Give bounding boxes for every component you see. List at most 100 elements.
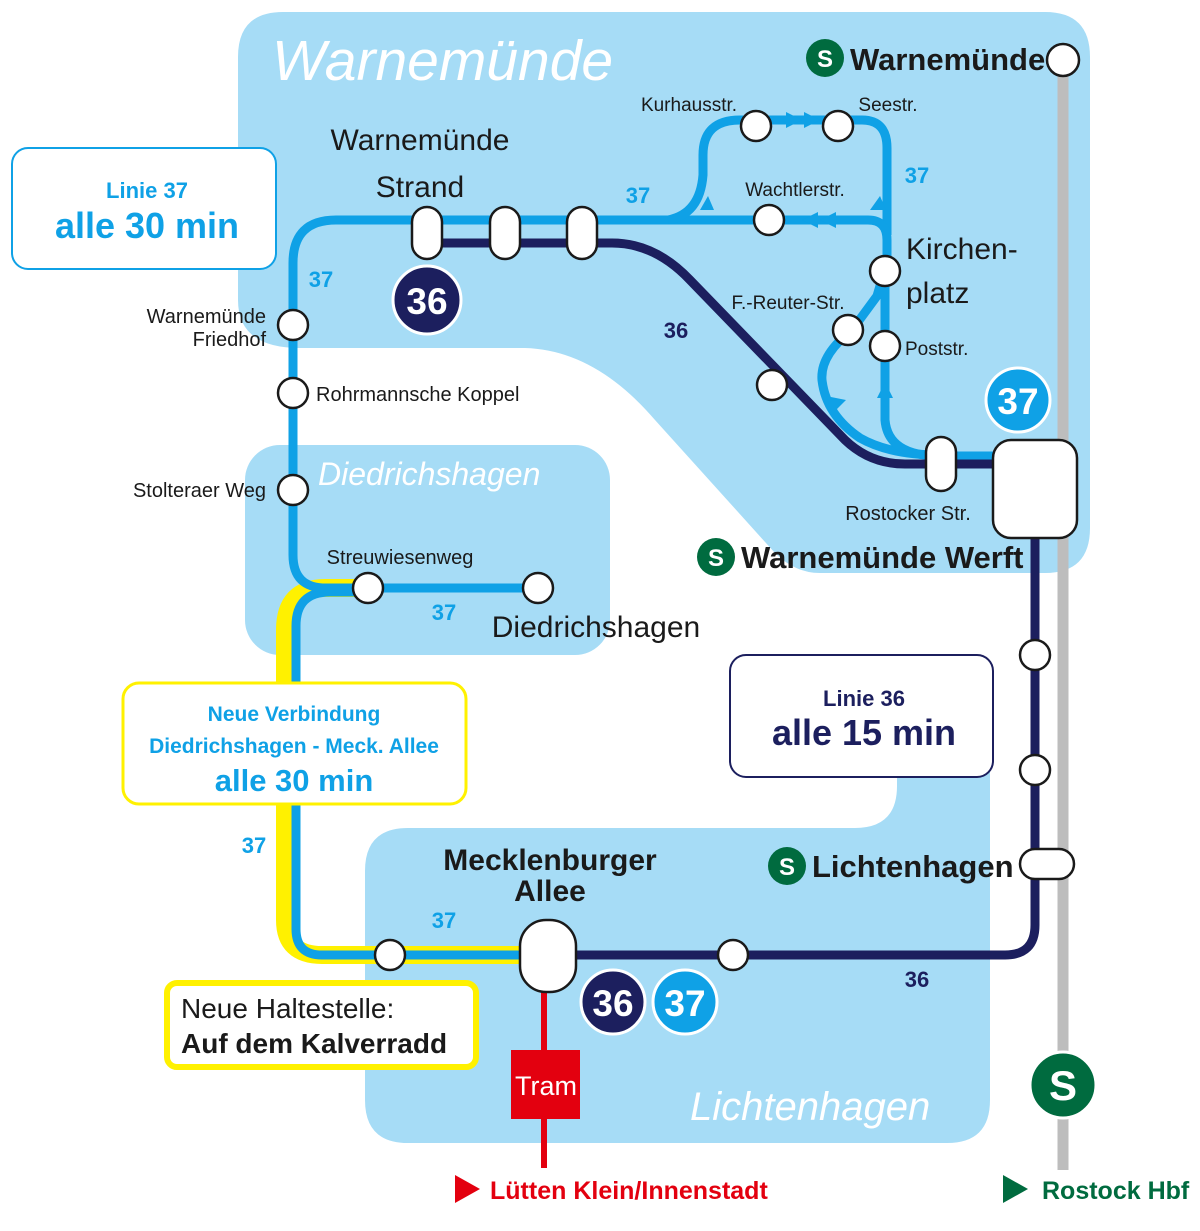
destination-tram-label: Lütten Klein/Innenstadt — [490, 1177, 768, 1205]
stop-poststr[interactable] — [868, 329, 902, 363]
destination-sbahn-label: Rostock Hbf — [1042, 1177, 1190, 1205]
info-linie37-line2: alle 30 min — [55, 205, 239, 246]
arrow-up-icon — [700, 196, 714, 210]
label-wachtlerstr: Wachtlerstr. — [745, 180, 845, 201]
arrow-right-icon — [786, 112, 802, 128]
stop-sbahn-warnemuende[interactable] — [1045, 42, 1081, 78]
label-stolteraer: Stolteraer Weg — [133, 480, 266, 502]
route-label-37: 37 — [905, 163, 929, 188]
line-37-direction-arrows — [700, 112, 893, 414]
route-label-36: 36 — [905, 967, 929, 992]
info-box-linie36: Linie 36 alle 15 min — [729, 654, 994, 778]
stop-werft-south-1[interactable] — [1018, 638, 1052, 672]
svg-text:36: 36 — [406, 281, 447, 322]
label-meck-allee-1: Mecklenburger — [443, 844, 657, 877]
stop-strand-3[interactable] — [565, 205, 599, 261]
route-label-37: 37 — [432, 908, 456, 933]
stop-freuter[interactable] — [831, 313, 865, 347]
stop-rostocker-str[interactable] — [924, 435, 958, 493]
label-friedhof-1: Warnemünde — [147, 306, 266, 328]
badge-37-meck: 37 — [651, 968, 719, 1036]
stop-kurhausstr[interactable] — [739, 109, 773, 143]
stop-lichtenhagen-sbahn[interactable] — [1018, 847, 1076, 881]
area-title-warnemuende: Warnemünde — [272, 29, 613, 93]
sbahn-werft: S Warnemünde Werft — [697, 538, 1023, 576]
info-newconn-line3: alle 30 min — [215, 763, 374, 798]
label-strand-1: Warnemünde — [331, 124, 510, 157]
stop-streuwiesenweg[interactable] — [351, 571, 385, 605]
stop-strand-2[interactable] — [488, 205, 522, 261]
info-box-new-stop: Neue Haltestelle: Auf dem Kalverradd — [164, 980, 479, 1070]
stop-werft-hub[interactable] — [991, 438, 1079, 540]
label-rostocker-str: Rostocker Str. — [845, 503, 971, 525]
stop-werft-south-2[interactable] — [1018, 753, 1052, 787]
arrow-up-icon — [877, 382, 893, 398]
stop-line36-mid[interactable] — [755, 368, 789, 402]
stop-seestr[interactable] — [821, 109, 855, 143]
info-newstop-line1: Neue Haltestelle: — [181, 993, 394, 1024]
arrow-right-icon — [804, 112, 820, 128]
info-box-linie37: Linie 37 alle 30 min — [11, 147, 277, 270]
tram-box: Tram — [511, 1050, 580, 1119]
sbahn-lichtenhagen: S Lichtenhagen — [768, 847, 1014, 885]
sbahn-badge-letter: S — [708, 545, 724, 572]
stop-stolteraer[interactable] — [276, 473, 310, 507]
sbahn-warnemuende: S Warnemünde — [806, 39, 1045, 77]
sbahn-lichtenhagen-label: Lichtenhagen — [812, 849, 1014, 884]
tram-label: Tram — [515, 1071, 577, 1101]
stop-strand-1[interactable] — [410, 205, 444, 261]
stop-labels: Warnemünde Strand Kurhausstr. Seestr. Wa… — [133, 95, 1018, 908]
sbahn-icon — [806, 39, 844, 77]
label-rohrmannsche: Rohrmannsche Koppel — [316, 384, 519, 406]
sbahn-icon — [697, 538, 735, 576]
stop-capsules — [410, 205, 1079, 994]
badge-36-strand: 36 — [391, 264, 463, 336]
route-label-37: 37 — [242, 833, 266, 858]
line-37-route — [288, 115, 1030, 960]
stop-wachtlerstr[interactable] — [752, 203, 786, 237]
arrow-left-icon — [802, 212, 818, 228]
route-label-36: 36 — [664, 318, 688, 343]
line-36-route — [425, 238, 1040, 960]
triangle-right-icon — [455, 1175, 480, 1203]
arrow-down-icon — [826, 396, 846, 414]
area-diedrichshagen — [245, 445, 610, 655]
stop-diedrichshagen[interactable] — [521, 571, 555, 605]
info-linie36-line1: Linie 36 — [823, 686, 905, 711]
area-title-lichtenhagen: Lichtenhagen — [690, 1085, 930, 1129]
info-newconn-line2: Diedrichshagen - Meck. Allee — [149, 735, 439, 758]
sbahn-badge-letter: S — [779, 854, 795, 881]
badge-36-meck: 36 — [579, 968, 647, 1036]
label-friedhof-2: Friedhof — [193, 329, 267, 351]
stop-kirchenplatz[interactable] — [868, 254, 902, 288]
label-streuwiesenweg: Streuwiesenweg — [327, 547, 474, 569]
info-newstop-line2: Auf dem Kalverradd — [181, 1028, 447, 1059]
sbahn-icon — [768, 847, 806, 885]
sbahn-badge-letter: S — [1049, 1062, 1077, 1109]
info-newconn-line1: Neue Verbindung — [208, 703, 381, 726]
info-box-new-connection: Neue Verbindung Diedrichshagen - Meck. A… — [121, 681, 468, 806]
svg-text:37: 37 — [997, 381, 1038, 422]
destination-tram: Lütten Klein/Innenstadt — [455, 1175, 768, 1205]
area-lichtenhagen — [365, 735, 990, 1143]
label-meck-allee-2: Allee — [514, 875, 586, 908]
svg-text:36: 36 — [592, 983, 633, 1024]
stops — [276, 42, 1081, 972]
stop-meck-allee[interactable] — [518, 918, 578, 994]
svg-text:37: 37 — [664, 983, 705, 1024]
stop-friedhof[interactable] — [276, 308, 310, 342]
label-kirchenplatz-1: Kirchen- — [906, 233, 1018, 266]
route-number-labels: 37 37 37 36 37 37 37 36 — [242, 163, 929, 992]
stop-rohrmannsche[interactable] — [276, 376, 310, 410]
label-strand-2: Strand — [376, 171, 464, 204]
arrow-up-icon — [870, 196, 886, 210]
stop-lichtenhagen-east[interactable] — [716, 938, 750, 972]
stop-kalverradd[interactable] — [373, 938, 407, 972]
label-poststr: Poststr. — [905, 339, 968, 360]
arrow-left-icon — [820, 212, 836, 228]
route-label-37: 37 — [432, 600, 456, 625]
sbahn-werft-label: Warnemünde Werft — [741, 540, 1023, 575]
sbahn-icon — [1028, 1050, 1098, 1120]
sbahn-warnemuende-label: Warnemünde — [850, 42, 1045, 77]
label-kirchenplatz-2: platz — [906, 277, 969, 310]
